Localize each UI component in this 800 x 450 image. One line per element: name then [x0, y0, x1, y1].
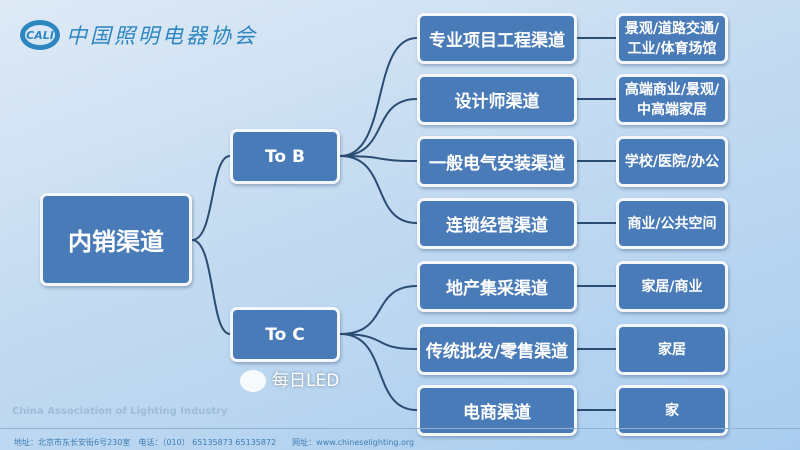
target-node: 景观/道路交通/工业/体育场馆 — [616, 13, 728, 64]
target-node: 学校/医院/办公 — [616, 136, 728, 187]
logo: CALI 中国照明电器协会 — [20, 20, 258, 50]
line-branch-to-channel — [339, 285, 418, 335]
footer-english-name: China Association of Lighting Industry — [12, 406, 228, 417]
logo-name: 中国照明电器协会 — [66, 24, 258, 48]
channel-node: 传统批发/零售渠道 — [417, 324, 577, 375]
channel-node: 地产集采渠道 — [417, 261, 577, 312]
logo-mark: CALI — [20, 20, 60, 50]
line-branch-to-channel — [339, 155, 418, 224]
channel-node: 电商渠道 — [417, 385, 577, 436]
branch-to-b: To B — [230, 129, 340, 184]
target-node: 家 — [616, 385, 728, 436]
channel-node: 专业项目工程渠道 — [417, 13, 577, 64]
branch-to-c: To C — [230, 307, 340, 362]
wechat-icon — [240, 370, 266, 392]
target-node: 商业/公共空间 — [616, 198, 728, 249]
channel-node: 连锁经营渠道 — [417, 198, 577, 249]
watermark: 每日LED — [240, 370, 339, 392]
line-branch-to-channel — [339, 333, 418, 411]
target-node: 家居 — [616, 324, 728, 375]
line-root-to-b — [191, 155, 231, 241]
target-node: 家居/商业 — [616, 261, 728, 312]
line-branch-to-channel — [339, 155, 418, 162]
root-node: 内销渠道 — [40, 193, 192, 286]
line-branch-to-channel — [339, 98, 418, 157]
channel-node: 一般电气安装渠道 — [417, 136, 577, 187]
target-node: 高端商业/景观/中高端家居 — [616, 74, 728, 125]
footer-address: 地址：北京市东长安街6号230室 电话：（010） 65135873 65135… — [14, 438, 415, 447]
channel-node: 设计师渠道 — [417, 74, 577, 125]
line-branch-to-channel — [339, 37, 418, 157]
footer-divider — [0, 428, 800, 429]
line-root-to-c — [191, 239, 231, 335]
watermark-text: 每日LED — [272, 371, 340, 391]
line-branch-to-channel — [339, 333, 418, 350]
